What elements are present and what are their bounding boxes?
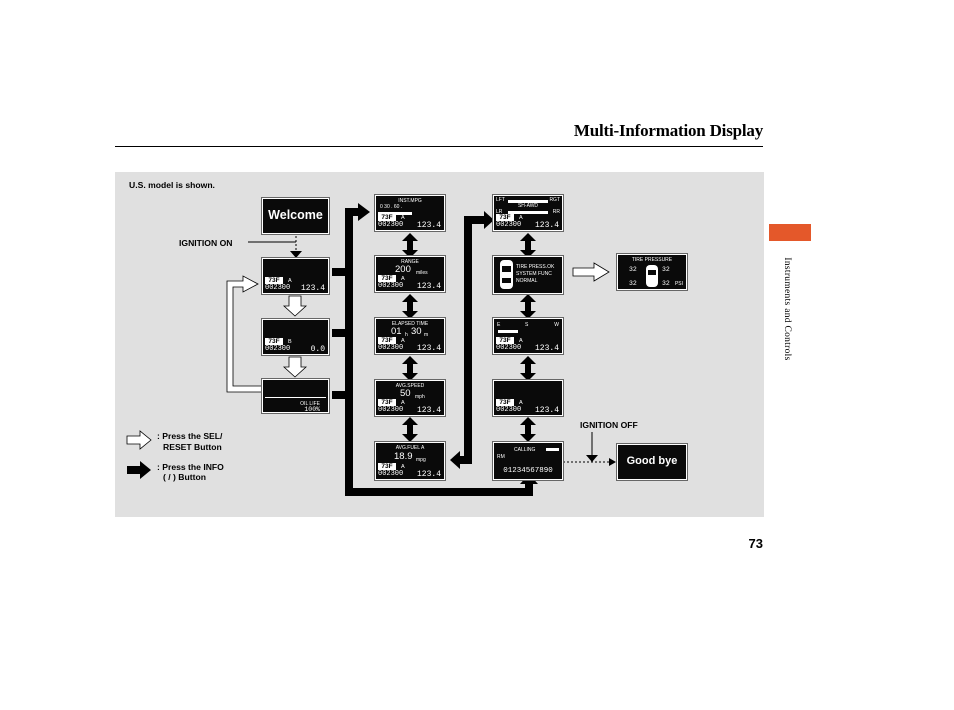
- sel-arrow-down-1: [282, 295, 308, 317]
- avg-speed-screen: AVG.SPEED 50 mph 73F A 002300 123.4: [374, 379, 446, 417]
- page-title: Multi-Information Display: [573, 121, 763, 140]
- goodbye-screen: Good bye: [616, 443, 688, 481]
- sel-arrow-to-tire-pressure: [572, 262, 610, 282]
- sel-arrow-down-2: [282, 356, 308, 378]
- ignition-off-label: IGNITION OFF: [580, 420, 638, 430]
- legend-black-arrow-icon: [127, 461, 151, 479]
- legend-white-arrow-icon: [126, 430, 152, 450]
- trip-a-screen: 73F A 002300 123.4: [261, 257, 330, 295]
- oil-life-screen: OIL LIFE 100%: [261, 378, 330, 414]
- blank-trip-screen: 73F A 002300 123.4: [492, 379, 564, 417]
- figure-note: U.S. model is shown.: [129, 180, 215, 190]
- avg-fuel-screen: AVG.FUEL A 18.9 mpg 73F A 002300 123.4: [374, 441, 446, 481]
- info-arrowhead-to-instmpg: [358, 203, 370, 221]
- trip-b-screen: 73F B 002300 0.0: [261, 318, 330, 356]
- legend-sel-line2: RESET Button: [163, 442, 222, 452]
- range-screen: RANGE 200 miles 73F A 002300 123.4: [374, 255, 446, 293]
- legend-sel-line1: : Press the SEL/: [157, 431, 223, 441]
- tire-pressure-screen: TIRE PRESSURE 32 32 32 32 PSI: [616, 253, 688, 291]
- sh-awd-screen: LFT RGT SH-AWD LR RR 73F A 002300 123.4: [492, 194, 564, 232]
- info-connector-mid: [464, 216, 472, 464]
- legend-info-line1: : Press the INFO: [157, 462, 224, 472]
- page-number: 73: [748, 536, 763, 551]
- tire-ok-screen: TIRE PRESS.OK SYSTEM FUNC NORMAL: [492, 255, 564, 295]
- elapsed-time-screen: ELAPSED TIME 01 h 30 m 73F A 002300 123.…: [374, 317, 446, 355]
- info-double-arrows-right: [520, 233, 536, 442]
- info-bus-bottom: [345, 488, 533, 496]
- info-bus-vertical: [345, 208, 353, 496]
- welcome-screen: Welcome: [261, 197, 330, 235]
- ignition-on-label: IGNITION ON: [179, 238, 233, 248]
- sel-loop-arrow: [226, 275, 263, 393]
- ignition-on-arrowhead: [290, 251, 302, 258]
- section-tab-marker: [769, 224, 811, 241]
- car-tire-icon: [646, 265, 658, 287]
- car-top-icon: [500, 260, 513, 289]
- phone-calling-screen: CALLING RM 01234567890: [492, 441, 564, 481]
- legend-info-line2: ( / ) Button: [163, 472, 206, 482]
- title-divider: [115, 146, 763, 147]
- ignition-off-arrowhead: [586, 455, 598, 462]
- info-arrowhead-to-avgfuel: [450, 451, 460, 469]
- inst-mpg-screen: INST.MPG 0 30 . 60 . 73F A 002300 123.4: [374, 194, 446, 232]
- compass-screen: E S W 73F A 002300 123.4: [492, 317, 564, 355]
- info-double-arrows-middle: [402, 233, 418, 442]
